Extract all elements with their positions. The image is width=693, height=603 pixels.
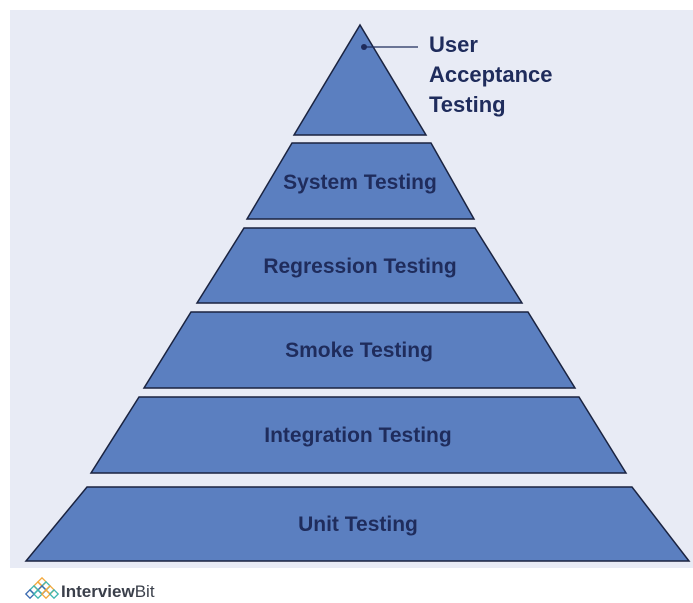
level-integration-testing: Integration Testing: [89, 396, 628, 474]
brand-name-light: Bit: [135, 582, 155, 601]
level-unit-testing: Unit Testing: [24, 486, 691, 562]
apex-label-line-1: User: [429, 32, 478, 57]
diamond-grid-logo-icon: [24, 576, 60, 600]
level-label: Integration Testing: [264, 424, 451, 447]
apex-label-line-2: Acceptance: [429, 62, 553, 87]
pyramid-levels: Unit Testing Integration Testing Smoke T…: [24, 23, 691, 562]
logo-diamond: [32, 588, 44, 600]
level-smoke-testing: Smoke Testing: [142, 311, 577, 389]
level-regression-testing: Regression Testing: [195, 227, 524, 304]
apex-label-line-3: Testing: [429, 92, 506, 117]
logo-diamond: [40, 588, 52, 600]
level-apex: [292, 23, 428, 136]
level-label: System Testing: [283, 171, 437, 194]
brand-name-bold: Interview: [61, 582, 135, 601]
level-label: Regression Testing: [263, 255, 456, 278]
level-label: Smoke Testing: [285, 339, 433, 362]
brand-name: InterviewBit: [61, 582, 155, 601]
level-label: Unit Testing: [298, 513, 418, 536]
apex-callout: User Acceptance Testing: [361, 32, 553, 117]
brand-footer: InterviewBit: [24, 576, 155, 601]
logo-diamond: [24, 588, 36, 600]
level-system-testing: System Testing: [245, 142, 476, 220]
logo-diamond: [48, 588, 60, 600]
